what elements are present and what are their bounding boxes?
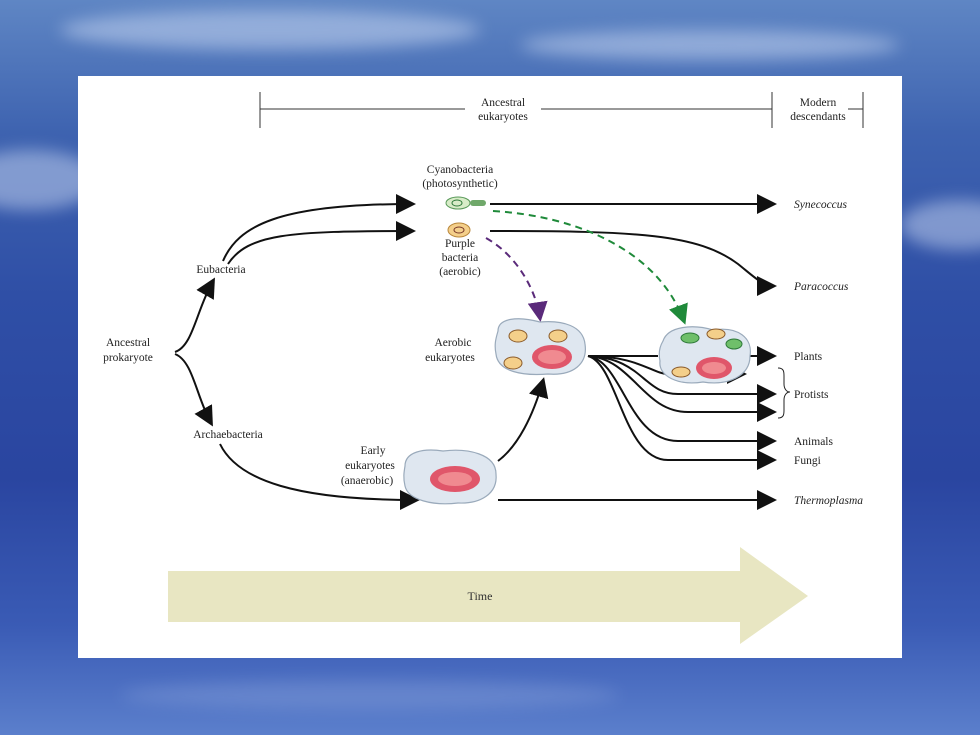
arrow-to-archaebacteria [174,353,213,427]
arrow-to-early-eukaryotes [219,443,420,510]
header-modern-line1: Modern [800,97,837,109]
label-early-2: eukaryotes [345,460,395,472]
label-time: Time [468,589,493,603]
label-purple-1: Purple [445,238,475,250]
label-aerobic-1: Aerobic [434,337,471,349]
arrow-to-animals [587,355,777,451]
arrow-to-protists-2 [587,355,777,404]
arrow-to-purple-bacteria [227,221,416,265]
dashed-arrow-cyano-endosymbiosis [492,210,688,325]
label-animals: Animals [794,436,833,448]
label-paracoccus: Paracoccus [793,281,849,293]
arrow-to-cyanobacteria [222,194,416,262]
diagram-panel: Ancestral eukaryotes Modern descendants … [78,76,902,658]
evolution-diagram: Ancestral eukaryotes Modern descendants … [103,92,864,644]
label-cyanobacteria-2: (photosynthetic) [422,178,498,190]
branch-arrows [174,194,777,510]
background-cloud [520,30,900,60]
arrow-to-paracoccus [489,230,777,296]
label-purple-3: (aerobic) [439,266,481,278]
label-archaebacteria: Archaebacteria [193,429,263,441]
header-ancestral-line2: eukaryotes [478,111,528,123]
early-eukaryote-cell [403,449,497,505]
label-fungi: Fungi [794,455,821,467]
plant-cell [658,326,751,384]
label-purple-2: bacteria [442,252,478,264]
timeline-header: Ancestral eukaryotes Modern descendants [259,92,864,128]
background-cloud [60,10,480,50]
label-early-3: (anaerobic) [341,475,394,487]
arrow-to-eubacteria [174,277,215,353]
label-ancestral-prokaryote-1: Ancestral [106,337,150,349]
label-aerobic-2: eukaryotes [425,352,475,364]
label-synecoccus: Synecoccus [794,199,848,211]
label-plants: Plants [794,351,823,363]
arrow-to-fungi [587,355,777,470]
label-thermoplasma: Thermoplasma [794,495,863,507]
purple-bacterium-icon [447,222,471,238]
label-eubacteria: Eubacteria [196,264,245,276]
header-ancestral-line1: Ancestral [481,97,525,109]
label-ancestral-prokaryote-2: prokaryote [103,352,153,364]
cyanobacterium-icon [445,196,486,210]
header-modern-line2: descendants [790,111,846,123]
arrow-to-protists-3 [587,355,777,422]
label-protists: Protists [794,389,829,401]
label-early-1: Early [361,445,386,457]
aerobic-eukaryote-cell [494,318,586,376]
background-cloud [900,200,980,250]
label-cyanobacteria-1: Cyanobacteria [427,164,493,176]
protists-brace [777,367,791,419]
time-arrow [168,547,808,644]
arrow-early-to-aerobic [497,377,549,462]
dashed-arrow-purple-endosymbiosis [485,237,548,322]
background-cloud [120,680,620,710]
